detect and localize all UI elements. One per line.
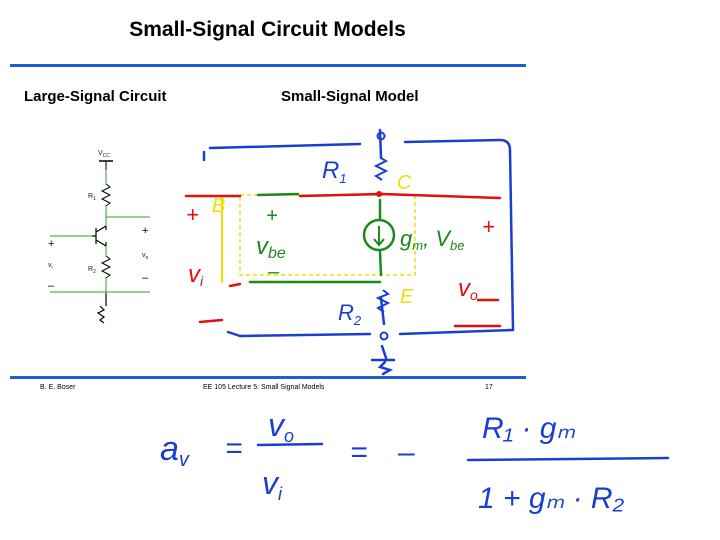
r1-resistor bbox=[100, 183, 112, 207]
gain-lhs: av bbox=[160, 430, 190, 471]
vi-plus: + bbox=[48, 238, 54, 250]
vo-plus: + bbox=[142, 225, 148, 237]
negative-sign: – bbox=[397, 436, 415, 469]
node-b-label: B bbox=[212, 195, 225, 217]
gm-vbe-label: gm, Vbe bbox=[400, 226, 464, 253]
vbe-plus: + bbox=[266, 205, 278, 227]
gain-equals: = bbox=[225, 432, 243, 465]
vo-minus: – bbox=[142, 272, 149, 284]
footer-author: B. E. Boser bbox=[40, 384, 76, 391]
vcc-label: VCC bbox=[98, 150, 110, 159]
r1-label: R1 bbox=[88, 193, 96, 202]
current-arrow bbox=[373, 226, 385, 247]
fraction-bar-right bbox=[466, 456, 670, 462]
footer-page-number: 17 bbox=[485, 384, 493, 391]
vo-label: vo bbox=[142, 252, 149, 261]
current-source bbox=[362, 218, 396, 252]
vbe-minus: – bbox=[267, 261, 280, 283]
r2-squiggle bbox=[375, 289, 391, 313]
r1-squiggle bbox=[373, 157, 389, 181]
title-rule bbox=[10, 64, 526, 67]
vbe-label: vbe bbox=[256, 233, 286, 262]
green-wires bbox=[248, 192, 383, 284]
vo-plus-red: + bbox=[482, 214, 495, 239]
r2-annotation: R2 bbox=[338, 300, 362, 328]
r2-resistor bbox=[100, 255, 112, 279]
vi-label: vi bbox=[48, 262, 53, 271]
vi-plus-red: + bbox=[186, 202, 199, 227]
subtitle-large-signal: Large-Signal Circuit bbox=[24, 88, 167, 105]
red-wires bbox=[184, 192, 502, 328]
vi-minus: – bbox=[48, 280, 55, 292]
rhs-numerator: R₁ · gₘ bbox=[482, 412, 575, 445]
slide-title: Small-Signal Circuit Models bbox=[129, 18, 406, 41]
bjt-symbol bbox=[92, 225, 107, 247]
vi-red-label: vi bbox=[188, 261, 204, 289]
gain-equation: av = vo vi = – R₁ · gₘ 1 + gₘ · R₂ bbox=[160, 407, 670, 515]
vo-red-label: vo bbox=[458, 275, 478, 303]
fraction-bar-left bbox=[256, 442, 324, 447]
r2-label: R2 bbox=[88, 266, 96, 275]
node-c-label: C bbox=[397, 172, 412, 194]
approx-equals: = bbox=[350, 436, 368, 469]
small-signal-model: B C E R1 R2 + vbe – gm, Vbe + vi + vo bbox=[184, 128, 515, 376]
large-signal-schematic: VCC R1 R2 vi vo + – + – bbox=[48, 150, 150, 324]
ground-symbol bbox=[96, 293, 107, 324]
collector-dot bbox=[376, 191, 382, 197]
blue-circuit-outline bbox=[202, 128, 515, 376]
rhs-denominator: 1 + gₘ · R₂ bbox=[478, 482, 625, 515]
vo-numerator: vo bbox=[268, 407, 294, 446]
node-e-label: E bbox=[400, 286, 414, 308]
bottom-node bbox=[379, 331, 389, 341]
r1-annotation: R1 bbox=[322, 157, 347, 186]
vi-denominator: vi bbox=[262, 465, 283, 504]
footer-rule bbox=[10, 376, 526, 379]
top-node bbox=[376, 131, 386, 141]
footer-lecture: EE 105 Lecture 5: Small Signal Models bbox=[203, 384, 325, 391]
subtitle-small-signal: Small-Signal Model bbox=[281, 88, 419, 105]
